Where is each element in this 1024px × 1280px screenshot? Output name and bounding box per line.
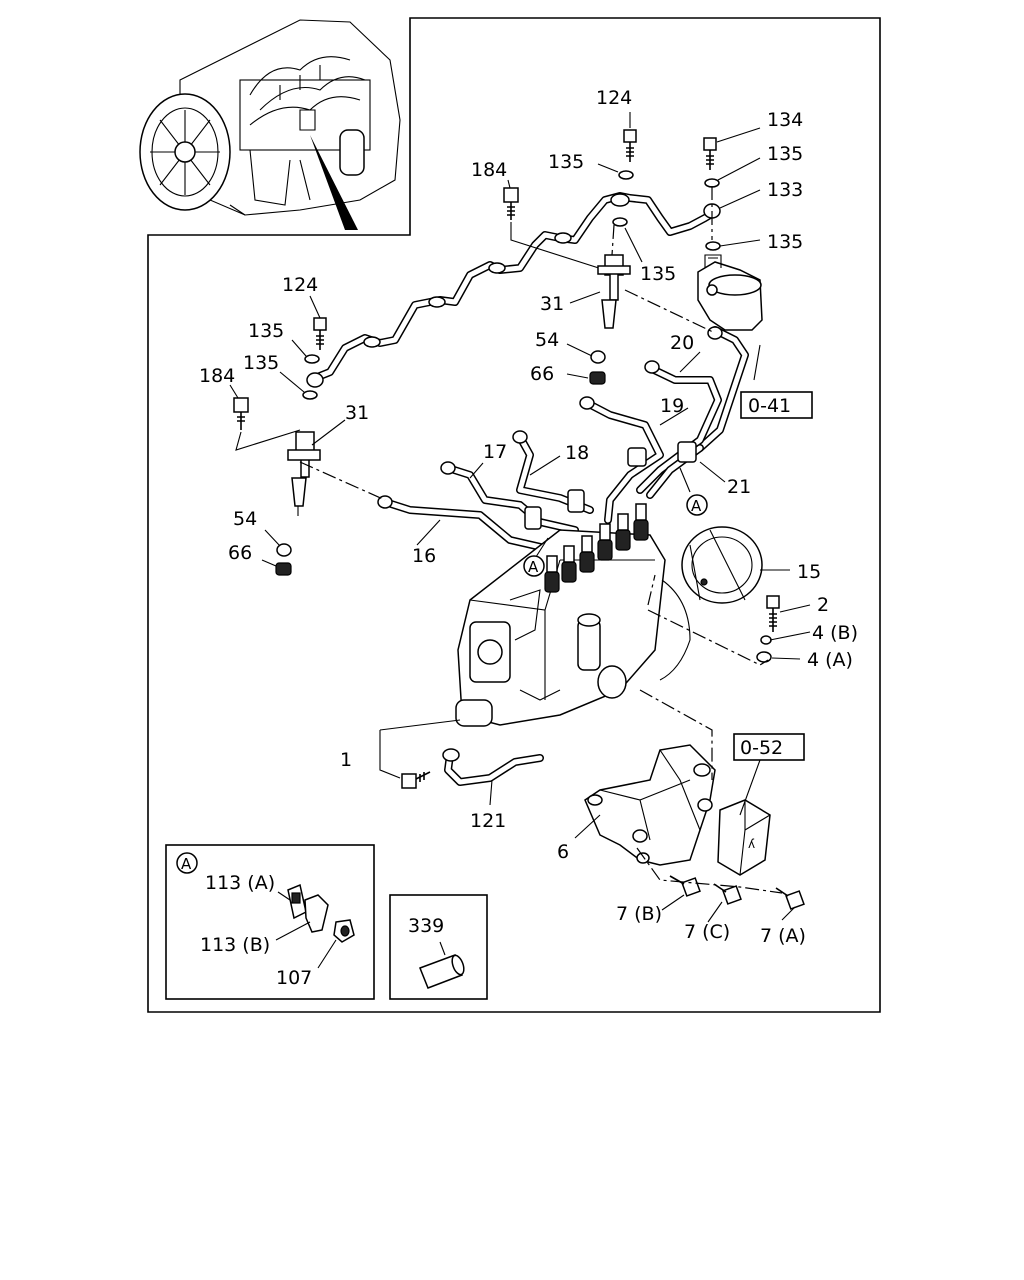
callout-17: 17 — [483, 441, 507, 463]
inset-a-107: 107 — [276, 967, 312, 989]
injector-nozzle-top — [589, 217, 631, 385]
callout-19: 19 — [660, 395, 684, 417]
bolt-184-top — [503, 187, 606, 271]
inset-a-113b: 113 (B) — [200, 934, 270, 956]
engine-overview-thumbnail — [139, 19, 401, 230]
callout-15: 15 — [797, 561, 821, 583]
callout-135-mid: 135 — [640, 263, 676, 285]
callout-135-right: 135 — [767, 231, 803, 253]
marker-a-right — [686, 494, 708, 516]
delivery-valves — [544, 503, 649, 593]
inset-a-marker-label: A — [181, 855, 192, 873]
fuel-leak-off-pipe — [306, 192, 721, 388]
ref-box-052 — [733, 733, 805, 761]
callout-20: 20 — [670, 332, 694, 354]
callout-1: 1 — [340, 749, 352, 771]
callout-124-left: 124 — [282, 274, 318, 296]
callout-4b: 4 (B) — [812, 622, 858, 644]
inset-a-marker — [176, 852, 198, 874]
callout-135-left-b: 135 — [243, 352, 279, 374]
fuel-filter-assembly — [696, 254, 763, 452]
callout-135-top-right: 135 — [767, 143, 803, 165]
callout-135-left-a: 135 — [248, 320, 284, 342]
callout-4a: 4 (A) — [807, 649, 853, 671]
inset-a-113a: 113 (A) — [205, 872, 275, 894]
pump-bracket: ʎ — [584, 744, 771, 876]
thumbnail-pointer — [310, 135, 358, 230]
ref-box-041 — [740, 391, 813, 419]
bolt-7a — [775, 887, 805, 910]
callout-leaders — [229, 112, 811, 923]
ref-052-label: 0-52 — [740, 737, 783, 759]
callout-66-top: 66 — [530, 363, 554, 385]
inset-a-box: A 113 (A) 113 (B) 107 — [165, 844, 375, 1000]
callout-2: 2 — [817, 594, 829, 616]
bolt-7b — [669, 875, 701, 897]
injector-nozzle-left — [275, 390, 321, 576]
callout-124-top: 124 — [596, 87, 632, 109]
bolt-124-top — [618, 129, 637, 180]
callout-21: 21 — [727, 476, 751, 498]
injection-pipes — [377, 326, 723, 552]
callout-54-top: 54 — [535, 329, 559, 351]
bolt-1 — [401, 771, 431, 789]
callout-184-left: 184 — [199, 365, 235, 387]
bolt-2 — [756, 595, 780, 663]
inset-339-box: 339 — [389, 894, 488, 1000]
bracket-marking: ʎ — [748, 837, 755, 851]
bolt-7c — [713, 883, 742, 905]
callout-16: 16 — [412, 545, 436, 567]
injection-pump — [455, 503, 666, 727]
dash-leaders — [299, 186, 783, 894]
callout-7b: 7 (B) — [616, 903, 662, 925]
marker-a-left-label: A — [528, 558, 539, 576]
callout-66-left: 66 — [228, 542, 252, 564]
bolt-134 — [703, 137, 721, 251]
callout-54-left: 54 — [233, 508, 257, 530]
diagram-frame — [147, 17, 881, 1013]
callout-18: 18 — [565, 442, 589, 464]
callout-184-top: 184 — [471, 159, 507, 181]
marker-a-left — [523, 555, 545, 577]
pipe-121 — [442, 748, 544, 786]
callout-7c: 7 (C) — [684, 921, 730, 943]
callout-121: 121 — [470, 810, 506, 832]
callout-7a: 7 (A) — [760, 925, 806, 947]
timer-device — [659, 526, 763, 681]
bolt-124-left — [304, 317, 327, 364]
inset-339-label: 339 — [408, 915, 444, 937]
callout-6: 6 — [557, 841, 569, 863]
callout-135-top-left: 135 — [548, 151, 584, 173]
marker-a-right-label: A — [691, 497, 702, 515]
callout-31-top: 31 — [540, 293, 564, 315]
callout-133: 133 — [767, 179, 803, 201]
callout-31-left: 31 — [345, 402, 369, 424]
callout-134: 134 — [767, 109, 803, 131]
bolt-184-left — [233, 397, 301, 451]
ref-041-label: 0-41 — [748, 395, 791, 417]
